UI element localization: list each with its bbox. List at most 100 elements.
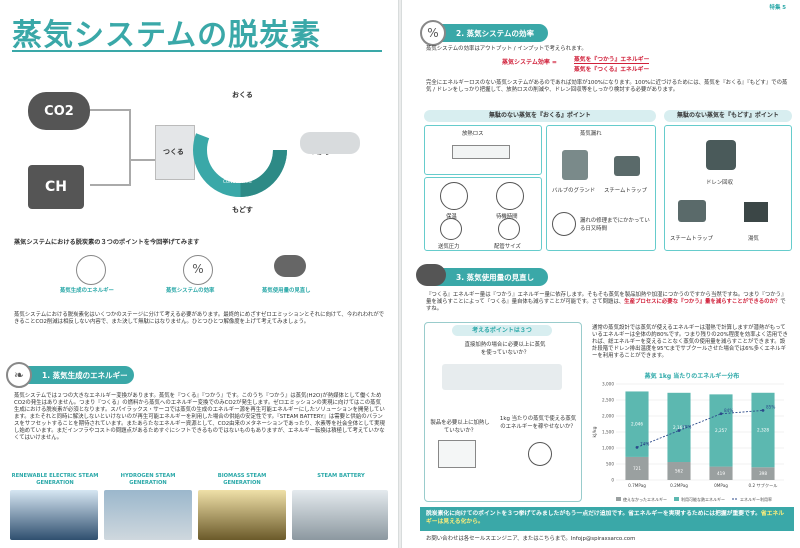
equipment-icon: [300, 132, 360, 154]
photo-biomass: [198, 490, 286, 540]
valve-gland-label: バルブのグランド: [552, 188, 596, 194]
section-2-body: 完全にエネルギーロスのない蒸気システムがあるのであれば効率が100%になります。…: [426, 80, 788, 93]
bar-label-0-0: 721: [633, 466, 641, 471]
legend-label-0: 使えなかったエネルギー: [623, 496, 667, 502]
pressure-gauge-icon: [440, 218, 462, 240]
tsukuru-label: つくる: [163, 148, 184, 156]
leaf-section-icon: ❧: [6, 362, 32, 388]
chart-title: 蒸気 1kg 当たりのエネルギー分布: [645, 372, 740, 380]
co2-label: CO2: [44, 103, 74, 119]
points-heading: 蒸気システムにおける脱炭素の３つのポイントを今回挙げてみます: [14, 239, 200, 246]
steam-trap-icon: [614, 156, 640, 176]
y-tick-2: 1,000: [602, 446, 614, 451]
flash-steam-label: 湯気: [748, 236, 759, 242]
header-tag-text: 特集: [769, 5, 781, 11]
pipe-size-icon: [498, 218, 520, 240]
formula-label: 蒸気システム効率 =: [502, 59, 557, 66]
drain-tank-icon: [706, 140, 736, 170]
formula-bottom: 蒸気を『つくる』エネルギー: [574, 67, 650, 73]
left-page: 蒸気システムの脱炭素 CO2 CH STEAM CONDENSATE おくる つ…: [0, 0, 398, 548]
efficiency-label-0: 74%: [640, 441, 649, 446]
x-tick-2: 0MPag: [714, 483, 728, 488]
section-2-lead: 蒸気システムの効率はアウトプット / インプットで考えられます。: [426, 46, 587, 52]
section-3-heading: 3. 蒸気使用量の見直し: [428, 268, 548, 286]
efficiency-label-2: 84%: [724, 408, 733, 413]
steam-leak-label: 蒸気漏れ: [580, 131, 602, 137]
x-tick-3: 0.2 サブクール: [749, 482, 778, 489]
y-tick-0: 0: [611, 478, 614, 483]
efficiency-point-3: [761, 409, 765, 412]
leak-repair-label: 漏れの修理までにかかっている日又時間: [580, 218, 650, 232]
svg-text:STEAM: STEAM: [230, 119, 246, 125]
bar-1-1: [667, 392, 691, 463]
ch-label: CH: [45, 179, 67, 195]
bar-label-0-2: 419: [717, 471, 725, 476]
section-3-body-end: ですね。: [426, 299, 786, 312]
footer-highlight: 省エネルギーは見える化から。: [426, 511, 785, 525]
bar-label-1-0: 2,046: [631, 422, 643, 427]
x-tick-0: 0.7MPag: [628, 483, 646, 488]
steam-trap-2-label: スチームトラップ: [670, 236, 713, 242]
flow-lines: [90, 109, 160, 186]
footer-band-text: 脱炭素化に向けてのポイントを３つ挙げてみましたがもう一点だけ追加です。省エネルギ…: [426, 511, 761, 517]
insulation-label: 保温: [446, 214, 457, 220]
point-1-label: 蒸気生成のエネルギー: [60, 288, 114, 294]
product-icon: [438, 440, 476, 468]
legend-swatch-0: [616, 497, 621, 501]
direct-heating-icon: [442, 364, 562, 390]
header-tag: 特集 5: [770, 5, 786, 12]
section-1-body: 蒸気システムでは２つの大きなエネルギー変換があります。蒸気を『つくる』『つかう』…: [14, 393, 385, 441]
question-3: 1kg 当たりの蒸気で使える蒸気のエネルギーを稼やせないか？: [499, 416, 577, 430]
modosu-label: もどす: [232, 206, 253, 214]
valve-icon: [562, 150, 588, 180]
bar-1-3: [751, 392, 775, 468]
efficiency-label-3: 85%: [766, 404, 775, 409]
bar-label-1-2: 2,257: [715, 428, 727, 433]
chart-explanation: 通常の蒸気設計では蒸気が使えるエネルギーは潜熱で計算しますが潜熱がもっているエネ…: [592, 325, 788, 359]
efficiency-point-0: [635, 445, 639, 449]
pipe-icon: [452, 145, 510, 159]
points-title: 考えるポイントは３つ: [452, 325, 552, 336]
section-1-heading: 1. 蒸気生成のエネルギー: [14, 366, 134, 384]
ch-tank-icon: CH: [28, 165, 84, 209]
x-tick-1: 0.2MPag: [670, 483, 688, 488]
legend-label-1: 利用可能な熱エネルギー: [681, 496, 725, 502]
question-1: 直接加熱の場合に必要以上に蒸気を使っていないか？: [464, 342, 546, 356]
efficiency-point-1: [677, 429, 681, 432]
factory-icon: [744, 202, 768, 222]
section-2-heading: 2. 蒸気システムの効率: [428, 24, 548, 42]
y-tick-5: 2,500: [602, 398, 614, 403]
photo-4-title: STEAM BATTERY: [317, 473, 365, 479]
photo-hydrogen: [104, 490, 192, 540]
photo-steam-battery: [292, 490, 388, 540]
section-3-body: 『つくる』エネルギー量は『つかう』エネルギー量に依存します。そもそも蒸気を製品加…: [426, 292, 790, 313]
photo-1-title: RENEWABLE ELECTRIC STEAM GENERATION: [11, 473, 99, 486]
footer-band: 脱炭素化に向けてのポイントを３つ挙げてみましたがもう一点だけ追加です。省エネルギ…: [420, 507, 794, 531]
points-box: [424, 322, 582, 502]
cloud-icon: [274, 255, 306, 277]
energy-drop-icon: [528, 442, 552, 466]
bar-0-1: [667, 462, 691, 480]
y-tick-4: 2,000: [602, 414, 614, 419]
co2-cloud-icon: CO2: [28, 92, 90, 130]
y-tick-1: 500: [606, 462, 614, 467]
modosu-heading: 無駄のない蒸気を『もどす』ポイント: [664, 110, 792, 122]
legend-swatch-1: [674, 497, 679, 501]
okuru-label: おくる: [232, 91, 253, 99]
bar-0-0: [625, 456, 649, 480]
efficiency-label-1: 79%: [682, 425, 691, 430]
point-2-label: 蒸気システムの効率: [166, 288, 215, 294]
page-gutter: [398, 0, 402, 548]
okuru-heading: 無駄のない蒸気を『おくる』ポイント: [424, 110, 656, 122]
formula-top: 蒸気を『つかう』エネルギー: [574, 54, 650, 64]
bar-label-0-1: 562: [675, 469, 683, 474]
insulation-icon: [440, 182, 468, 210]
bar-1-0: [625, 391, 649, 457]
cloud-section-icon: [416, 264, 446, 286]
legend-line-label: エネルギー利用率: [740, 496, 772, 502]
chart-y-label: kJ/kg: [592, 426, 598, 437]
page-title: 蒸気システムの脱炭素: [12, 18, 322, 53]
percent-icon: %: [183, 255, 213, 285]
page-number: 5: [782, 5, 786, 11]
